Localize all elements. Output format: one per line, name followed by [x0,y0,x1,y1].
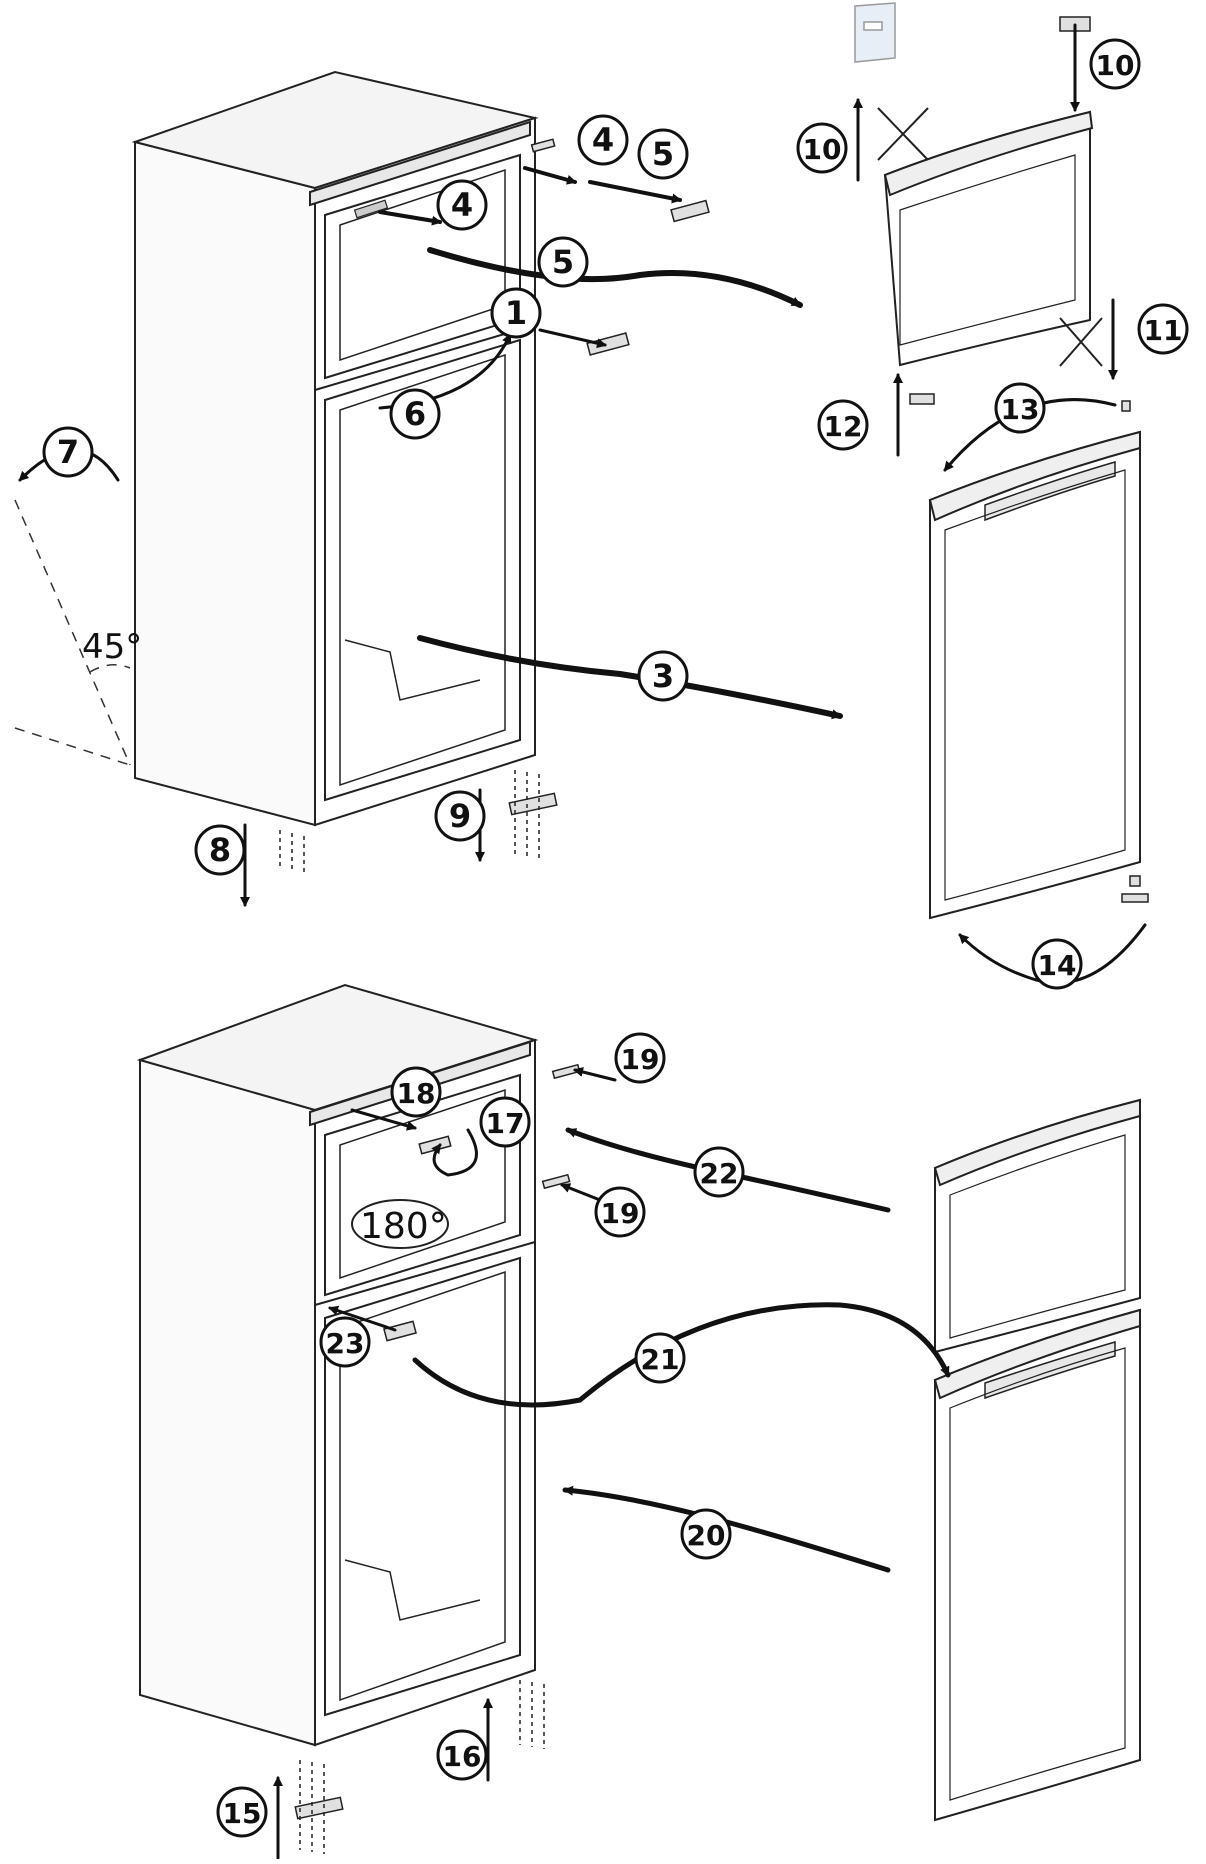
step-number: 16 [443,1740,482,1773]
arrow-18 [350,1108,417,1131]
rotation-label-oval [351,1199,449,1249]
step-callout-10: 10 [1089,38,1141,90]
step-number: 10 [803,133,842,166]
freezer-door-removed [883,110,1094,367]
arrow-19b [560,1183,602,1202]
step-callout-10: 10 [796,122,848,174]
step-callout-23: 23 [319,1316,371,1368]
step-callout-17: 17 [479,1096,531,1148]
step-number: 23 [326,1327,365,1360]
step-number: 5 [552,243,574,281]
step-number: 19 [621,1043,660,1076]
screws-bottom [299,1680,545,1854]
fridge-bottom-assembly [136,983,539,1747]
arrow-3-door [417,635,843,720]
fridge-door-removed [928,430,1141,920]
crossed-out-icon [877,107,1103,367]
step-number: 9 [449,797,471,835]
step-number: 10 [1096,49,1135,82]
step-number: 11 [1144,314,1183,347]
step-callout-22: 22 [693,1146,745,1198]
arrow-5-door [427,247,803,308]
step-number: 15 [223,1797,262,1830]
step-callout-21: 21 [634,1332,686,1384]
step-number: 5 [652,135,674,173]
step-number: 12 [824,410,863,443]
step-callout-19: 19 [594,1186,646,1238]
step-callout-4: 4 [577,114,629,166]
arrow-1 [538,328,607,349]
step-callout-18: 18 [390,1066,442,1118]
door-small-parts [909,16,1149,903]
step-callout-14: 14 [1031,938,1083,990]
step-number: 21 [641,1343,680,1376]
tilt-guide-lines [14,499,131,766]
step-number: 4 [592,121,614,159]
step-number: 19 [601,1197,640,1230]
step-callout-5: 5 [637,128,689,180]
top-hinge-parts [508,138,710,816]
callouts-layer: 1344556789101011121314151617181919202122… [42,38,1189,1838]
fridge-door-reattached [933,1308,1141,1822]
arrows-layer [18,23,1147,1860]
step-callout-12: 12 [817,399,869,451]
step-number: 7 [57,433,79,471]
arrow-19a [573,1067,617,1082]
rotation-label: 180° [360,1206,447,1247]
book-icon [854,2,896,63]
screws-top [279,770,540,876]
step-callout-6: 6 [389,388,441,440]
freezer-door-reattached [933,1098,1141,1354]
arrow-21 [412,1302,951,1408]
arrow-23 [328,1305,397,1332]
step-callout-5: 5 [537,236,589,288]
step-number: 6 [404,395,426,433]
step-number: 4 [451,186,473,224]
step-number: 22 [700,1157,739,1190]
step-callout-9: 9 [434,790,486,842]
step-number: 3 [652,657,674,695]
step-callout-1: 1 [490,287,542,339]
arrow-5a [588,180,682,204]
step-callout-11: 11 [1137,303,1189,355]
step-number: 20 [687,1519,726,1552]
step-callout-15: 15 [216,1786,268,1838]
step-callout-8: 8 [194,824,246,876]
arrow-4a [378,210,442,226]
step-number: 14 [1038,949,1077,982]
step-callout-7: 7 [42,426,94,478]
arrow-17 [431,1128,478,1177]
arrow-14 [958,923,1147,985]
step-number: 18 [397,1077,436,1110]
step-number: 17 [486,1107,525,1140]
step-callout-4: 4 [436,179,488,231]
step-callout-19: 19 [614,1032,666,1084]
step-callout-16: 16 [436,1729,488,1781]
angle-label: 45° [82,627,142,667]
step-number: 1 [505,294,527,332]
step-number: 8 [209,831,231,869]
step-callout-20: 20 [680,1508,732,1560]
step-callout-13: 13 [994,382,1046,434]
step-number: 13 [1001,393,1040,426]
step-callout-3: 3 [637,650,689,702]
arrow-4b [523,166,577,185]
